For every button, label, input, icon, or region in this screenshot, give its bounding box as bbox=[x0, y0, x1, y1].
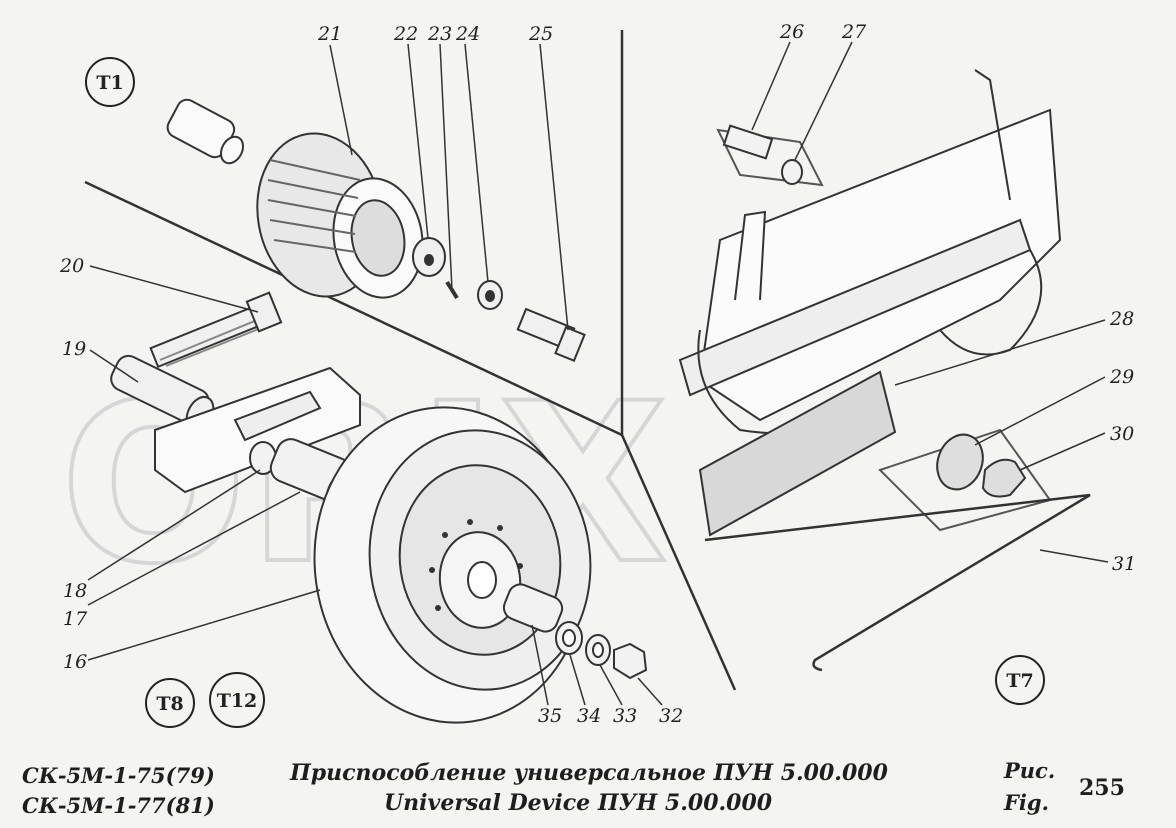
frame-assembly bbox=[678, 69, 1062, 435]
callout-labels: 20 19 18 17 16 21 22 23 24 25 26 27 28 2… bbox=[59, 21, 1136, 727]
washer-27 bbox=[781, 159, 803, 185]
callout-31: 31 bbox=[1112, 553, 1136, 575]
nut-32 bbox=[613, 642, 648, 680]
section-dividers bbox=[84, 30, 737, 691]
figure-number: 255 bbox=[1079, 775, 1125, 801]
rod-31 bbox=[704, 493, 1091, 672]
zone-marker-t7: T7 bbox=[995, 655, 1045, 705]
callout-18: 18 bbox=[63, 580, 87, 602]
callout-30: 30 bbox=[1110, 423, 1134, 445]
zone-marker-t8: T8 bbox=[145, 678, 195, 728]
callout-21: 21 bbox=[317, 23, 342, 45]
frame-bolt-washer bbox=[716, 124, 824, 187]
callout-25: 25 bbox=[528, 23, 553, 45]
title-russian: Приспособление универсальное ПУН 5.00.00… bbox=[290, 760, 888, 786]
figure-label-english: Fig. bbox=[1004, 790, 1049, 815]
svg-text:T12: T12 bbox=[217, 690, 258, 712]
callout-29: 29 bbox=[1109, 366, 1134, 388]
callout-16: 16 bbox=[63, 651, 87, 673]
callout-33: 33 bbox=[613, 705, 637, 727]
callout-35: 35 bbox=[538, 705, 562, 727]
title-english: Universal Device ПУН 5.00.000 bbox=[384, 790, 773, 816]
bolt-26 bbox=[722, 124, 774, 160]
pulley-assembly bbox=[166, 98, 424, 299]
zone-marker-t1: T1 bbox=[85, 57, 135, 107]
callout-34: 34 bbox=[577, 705, 601, 727]
svg-text:T7: T7 bbox=[1006, 670, 1033, 692]
figure-label-russian: Рис. bbox=[1004, 758, 1056, 783]
knob-30 bbox=[981, 458, 1027, 498]
model-code-1: СК-5М-1-75(79) bbox=[22, 763, 215, 788]
callout-26: 26 bbox=[779, 21, 804, 43]
plate-28 bbox=[698, 370, 897, 537]
disc-29 bbox=[936, 433, 984, 491]
leader-lines bbox=[87, 41, 1109, 706]
callout-19: 19 bbox=[62, 338, 86, 360]
wheel-hub-fasteners bbox=[502, 583, 648, 680]
disc-knob bbox=[878, 428, 1052, 532]
svg-text:T1: T1 bbox=[96, 72, 123, 94]
callout-22: 22 bbox=[393, 23, 418, 45]
model-code-2: СК-5М-1-77(81) bbox=[22, 793, 215, 818]
callout-17: 17 bbox=[63, 608, 88, 630]
callout-24: 24 bbox=[455, 23, 480, 45]
callout-27: 27 bbox=[841, 21, 867, 43]
callout-32: 32 bbox=[659, 705, 683, 727]
callout-28: 28 bbox=[1109, 308, 1134, 330]
pulley-fasteners bbox=[412, 237, 586, 363]
bushing-35 bbox=[502, 583, 564, 633]
svg-text:T8: T8 bbox=[156, 693, 183, 715]
zone-marker-t12: T12 bbox=[209, 672, 265, 728]
axle-bolt-assembly bbox=[110, 291, 283, 433]
bracket-plate bbox=[154, 366, 361, 494]
wheel-16 bbox=[313, 406, 592, 724]
callout-20: 20 bbox=[59, 255, 84, 277]
callout-23: 23 bbox=[427, 23, 452, 45]
